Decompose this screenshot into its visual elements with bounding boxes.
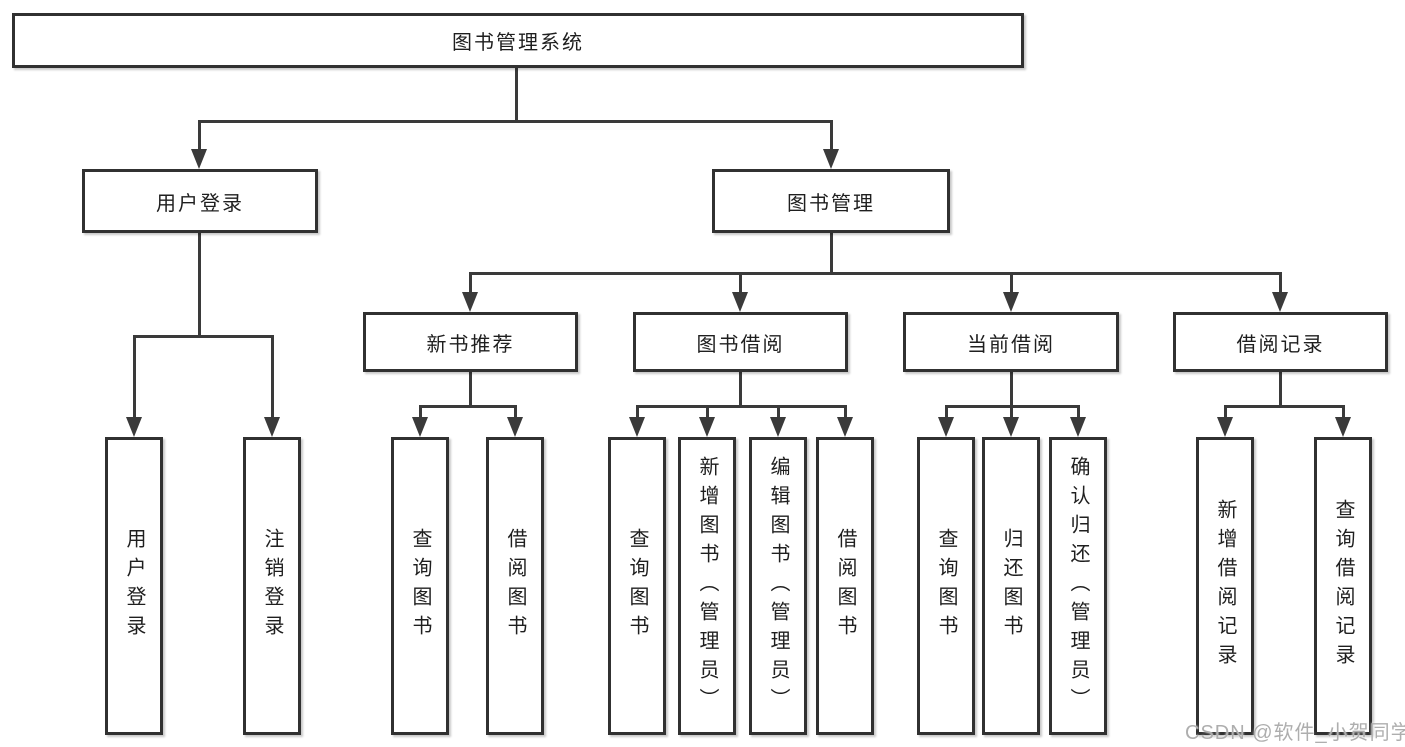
connector-line [469,372,472,405]
leaf-return-books: 归还图书 [982,437,1040,735]
arrow-down-icon [1070,417,1086,437]
leaf-logout: 注销登录 [243,437,301,735]
connector-line [133,335,273,338]
node-book-borrowing: 图书借阅 [633,312,848,372]
node-current-borrowing: 当前借阅 [903,312,1119,372]
leaf-confirm-return-admin: 确认归还（管理员） [1049,437,1107,735]
leaf-query-books: 查询图书 [917,437,975,735]
connector-line [1279,272,1282,292]
connector-line [1010,405,1013,417]
connector-line [1010,272,1013,292]
leaf-borrow-books: 借阅图书 [486,437,544,735]
connector-line [1224,405,1227,417]
connector-line [419,405,422,417]
connector-line [945,405,948,417]
leaf-borrow-books: 借阅图书 [816,437,874,735]
arrow-down-icon [507,417,523,437]
connector-line [844,405,847,417]
connector-line [739,372,742,405]
connector-line [830,233,833,272]
leaf-query-books: 查询图书 [608,437,666,735]
node-user-login: 用户登录 [82,169,318,233]
connector-line [636,405,639,417]
arrow-down-icon [191,149,207,169]
node-book-management: 图书管理 [712,169,950,233]
connector-line [515,68,518,120]
arrow-down-icon [837,417,853,437]
connector-line [1077,405,1080,417]
connector-line [706,405,709,417]
connector-line [469,272,472,292]
arrow-down-icon [1272,292,1288,312]
leaf-edit-book-admin: 编辑图书（管理员） [749,437,807,735]
arrow-down-icon [938,417,954,437]
connector-line [1010,372,1013,405]
connector-line [1224,405,1344,408]
connector-line [830,120,833,149]
leaf-query-books: 查询图书 [391,437,449,735]
leaf-add-borrow-record: 新增借阅记录 [1196,437,1254,735]
connector-line [636,405,846,408]
connector-line [198,233,201,335]
connector-line [133,335,136,417]
leaf-user-login: 用户登录 [105,437,163,735]
arrow-down-icon [1003,292,1019,312]
arrow-down-icon [1335,417,1351,437]
arrow-down-icon [732,292,748,312]
arrow-down-icon [264,417,280,437]
connector-line [1342,405,1345,417]
connector-line [271,335,274,417]
node-new-book-recommendation: 新书推荐 [363,312,578,372]
arrow-down-icon [699,417,715,437]
arrow-down-icon [412,417,428,437]
leaf-add-book-admin: 新增图书（管理员） [678,437,736,735]
connector-line [514,405,517,417]
arrow-down-icon [126,417,142,437]
leaf-query-borrow-record: 查询借阅记录 [1314,437,1372,735]
connector-line [1279,372,1282,405]
connector-line [469,272,1282,275]
connector-line [777,405,780,417]
arrow-down-icon [1217,417,1233,437]
connector-line [198,120,201,149]
node-borrowing-records: 借阅记录 [1173,312,1388,372]
node-library-system: 图书管理系统 [12,13,1024,68]
arrow-down-icon [823,149,839,169]
connector-line [198,120,832,123]
arrow-down-icon [770,417,786,437]
arrow-down-icon [1003,417,1019,437]
csdn-watermark: CSDN @软件_小贺同学 [1185,722,1405,744]
arrow-down-icon [462,292,478,312]
connector-line [419,405,517,408]
connector-line [739,272,742,292]
arrow-down-icon [629,417,645,437]
